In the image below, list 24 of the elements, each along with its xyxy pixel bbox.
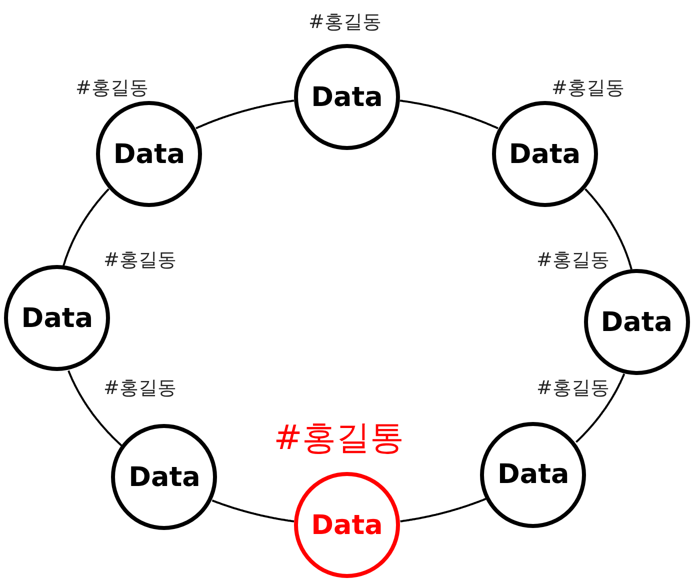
hashtag-label: #홍길동 xyxy=(104,248,176,273)
connector-line xyxy=(400,100,498,130)
node-label: Data xyxy=(128,462,200,493)
connector-line xyxy=(68,370,122,446)
connector-line xyxy=(62,188,110,266)
connector-line xyxy=(584,188,632,270)
node-label: Data xyxy=(498,459,570,490)
node-label: Data xyxy=(113,138,186,170)
hashtag-label: #홍길통 xyxy=(274,417,404,460)
hashtag-label: #홍길동 xyxy=(104,376,176,401)
connector-line xyxy=(196,100,294,130)
node-label: Data xyxy=(600,306,672,338)
hashtag-label: #홍길동 xyxy=(552,76,624,101)
node-label: Data xyxy=(311,510,383,540)
hashtag-label: #홍길동 xyxy=(76,76,148,101)
node-label: Data xyxy=(508,138,581,170)
hashtag-label: #홍길동 xyxy=(308,10,382,35)
node-label: Data xyxy=(311,82,383,112)
node-label: Data xyxy=(21,302,94,334)
connector-line xyxy=(400,498,486,522)
connector-line xyxy=(212,500,294,522)
connector-line xyxy=(576,374,626,443)
hashtag-label: #홍길동 xyxy=(536,376,610,401)
hashtag-label: #홍길동 xyxy=(536,248,610,273)
